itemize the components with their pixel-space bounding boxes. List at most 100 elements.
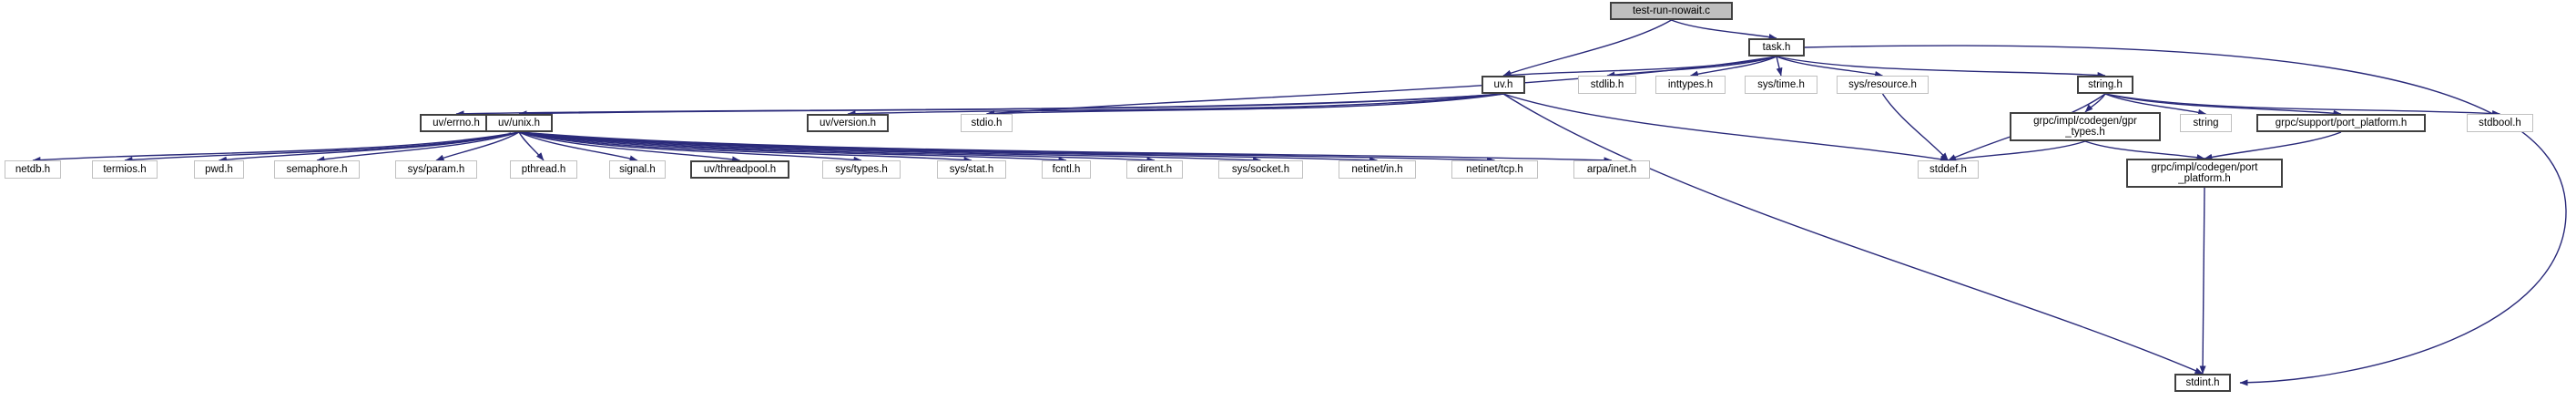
- graph-edge: [518, 131, 862, 163]
- graph-node-fcntl-h[interactable]: fcntl.h: [1042, 160, 1091, 179]
- graph-edge: [518, 131, 1067, 164]
- graph-node-stdio-h[interactable]: stdio.h: [961, 114, 1013, 132]
- graph-node-label: string.h: [2088, 78, 2123, 90]
- graph-node-label: test-run-nowait.c: [1632, 5, 1710, 16]
- graph-edge: [518, 131, 1156, 164]
- graph-node-sys-types-h[interactable]: sys/types.h: [822, 160, 901, 179]
- graph-edge: [316, 131, 520, 163]
- graph-node-label: grpc/impl/codegen/gpr _types.h: [2033, 115, 2137, 138]
- graph-node-label: termios.h: [103, 163, 147, 175]
- graph-edge: [2104, 93, 2206, 116]
- graph-node-label: fcntl.h: [1052, 163, 1081, 175]
- graph-node-pwd-h[interactable]: pwd.h: [194, 160, 244, 179]
- graph-edge: [2199, 187, 2206, 375]
- graph-node-label: sys/time.h: [1757, 78, 1805, 90]
- graph-node-semaphore-h[interactable]: semaphore.h: [274, 160, 360, 179]
- graph-edge: [847, 93, 1504, 118]
- graph-node-uv-threadpool-h[interactable]: uv/threadpool.h: [690, 160, 789, 179]
- graph-edge: [1502, 93, 1949, 163]
- graph-node-stdint-h[interactable]: stdint.h: [2174, 374, 2231, 392]
- graph-node-termios-h[interactable]: termios.h: [92, 160, 158, 179]
- graph-node-label: sys/socket.h: [1231, 163, 1290, 175]
- graph-edge: [124, 131, 520, 163]
- graph-node-label: sys/resource.h: [1848, 78, 1917, 90]
- graph-node-label: sys/param.h: [407, 163, 465, 175]
- graph-node-label: uv/threadpool.h: [703, 163, 777, 175]
- graph-edge: [2084, 93, 2106, 113]
- graph-edge: [1776, 56, 1783, 77]
- graph-node-label: string: [2193, 117, 2219, 129]
- graph-node-label: stdbool.h: [2479, 117, 2521, 129]
- graph-node-stdbool-h[interactable]: stdbool.h: [2467, 114, 2533, 132]
- graph-node-label: uv/errno.h: [433, 117, 480, 129]
- graph-node-label: stdio.h: [971, 117, 1003, 129]
- graph-edge: [1776, 56, 1883, 77]
- graph-edge: [518, 131, 1495, 164]
- graph-node-pthread-h[interactable]: pthread.h: [510, 160, 577, 179]
- graph-edge: [2104, 93, 2500, 118]
- graph-node-label: netdb.h: [15, 163, 51, 175]
- graph-node-dirent-h[interactable]: dirent.h: [1126, 160, 1183, 179]
- graph-node-label: semaphore.h: [286, 163, 348, 175]
- graph-node-uv-errno-h[interactable]: uv/errno.h: [420, 114, 493, 132]
- graph-node-label: netinet/in.h: [1351, 163, 1403, 175]
- graph-edge: [435, 131, 520, 161]
- graph-edge: [986, 93, 1504, 118]
- graph-node-stddef-h[interactable]: stddef.h: [1918, 160, 1979, 179]
- graph-edge: [518, 131, 1613, 164]
- graph-node-netinet-in-h[interactable]: netinet/in.h: [1339, 160, 1416, 179]
- graph-edge: [1881, 93, 1950, 161]
- graph-node-uv-h[interactable]: uv.h: [1481, 76, 1525, 94]
- graph-edge: [518, 131, 1261, 164]
- graph-node-label: signal.h: [619, 163, 656, 175]
- graph-node-label: stdlib.h: [1590, 78, 1624, 90]
- graph-node-label: task.h: [1762, 41, 1791, 53]
- graph-node-test-run-nowait-c[interactable]: test-run-nowait.c: [1610, 2, 1733, 20]
- graph-node-label: stddef.h: [1929, 163, 1967, 175]
- graph-node-label: inttypes.h: [1667, 78, 1714, 90]
- graph-node-label: arpa/inet.h: [1586, 163, 1637, 175]
- graph-node-sys-resource-h[interactable]: sys/resource.h: [1837, 76, 1929, 94]
- graph-node-signal-h[interactable]: signal.h: [609, 160, 666, 179]
- graph-node-arpa-inet-h[interactable]: arpa/inet.h: [1573, 160, 1650, 179]
- graph-node-netinet-tcp-h[interactable]: netinet/tcp.h: [1451, 160, 1538, 179]
- graph-node-label: pwd.h: [205, 163, 233, 175]
- graph-node-inttypes-h[interactable]: inttypes.h: [1655, 76, 1726, 94]
- graph-edge: [518, 131, 740, 163]
- graph-edge: [1671, 19, 1777, 40]
- graph-node-label: uv/unix.h: [497, 117, 541, 129]
- graph-node-grpc-impl-codegen-port-platform-h[interactable]: grpc/impl/codegen/port _platform.h: [2126, 159, 2283, 188]
- graph-edge: [518, 131, 545, 161]
- graph-node-label: dirent.h: [1136, 163, 1173, 175]
- graph-node-sys-time-h[interactable]: sys/time.h: [1745, 76, 1817, 94]
- graph-node-string[interactable]: string: [2180, 114, 2232, 132]
- graph-edge: [1502, 19, 1672, 77]
- graph-node-sys-socket-h[interactable]: sys/socket.h: [1218, 160, 1303, 179]
- graph-node-label: sys/stat.h: [949, 163, 994, 175]
- graph-node-task-h[interactable]: task.h: [1748, 38, 1805, 57]
- graph-edge: [1776, 56, 2106, 78]
- graph-node-label: netinet/tcp.h: [1466, 163, 1523, 175]
- graph-node-label: uv.h: [1493, 78, 1513, 90]
- graph-edge: [1948, 140, 2086, 163]
- graph-node-grpc-support-port-platform-h[interactable]: grpc/support/port_platform.h: [2256, 114, 2426, 132]
- graph-node-uv-version-h[interactable]: uv/version.h: [807, 114, 889, 132]
- graph-node-uv-unix-h[interactable]: uv/unix.h: [485, 114, 553, 132]
- graph-edge: [518, 131, 1378, 164]
- graph-edge: [219, 131, 520, 163]
- graph-node-label: grpc/support/port_platform.h: [2275, 117, 2408, 129]
- graph-node-sys-param-h[interactable]: sys/param.h: [395, 160, 477, 179]
- graph-node-label: stdint.h: [2185, 376, 2220, 388]
- graph-edge: [32, 131, 520, 163]
- graph-node-stdlib-h[interactable]: stdlib.h: [1578, 76, 1636, 94]
- graph-edge: [518, 131, 638, 162]
- graph-edge: [1690, 56, 1777, 77]
- graph-node-string-h[interactable]: string.h: [2077, 76, 2133, 94]
- graph-node-grpc-impl-codegen-gpr-types-h[interactable]: grpc/impl/codegen/gpr _types.h: [2010, 112, 2161, 141]
- graph-edge: [518, 93, 1504, 118]
- graph-edge: [1502, 56, 1777, 78]
- graph-node-label: uv/version.h: [819, 117, 876, 129]
- graph-edge: [2204, 131, 2342, 160]
- graph-node-netdb-h[interactable]: netdb.h: [5, 160, 61, 179]
- graph-node-sys-stat-h[interactable]: sys/stat.h: [937, 160, 1006, 179]
